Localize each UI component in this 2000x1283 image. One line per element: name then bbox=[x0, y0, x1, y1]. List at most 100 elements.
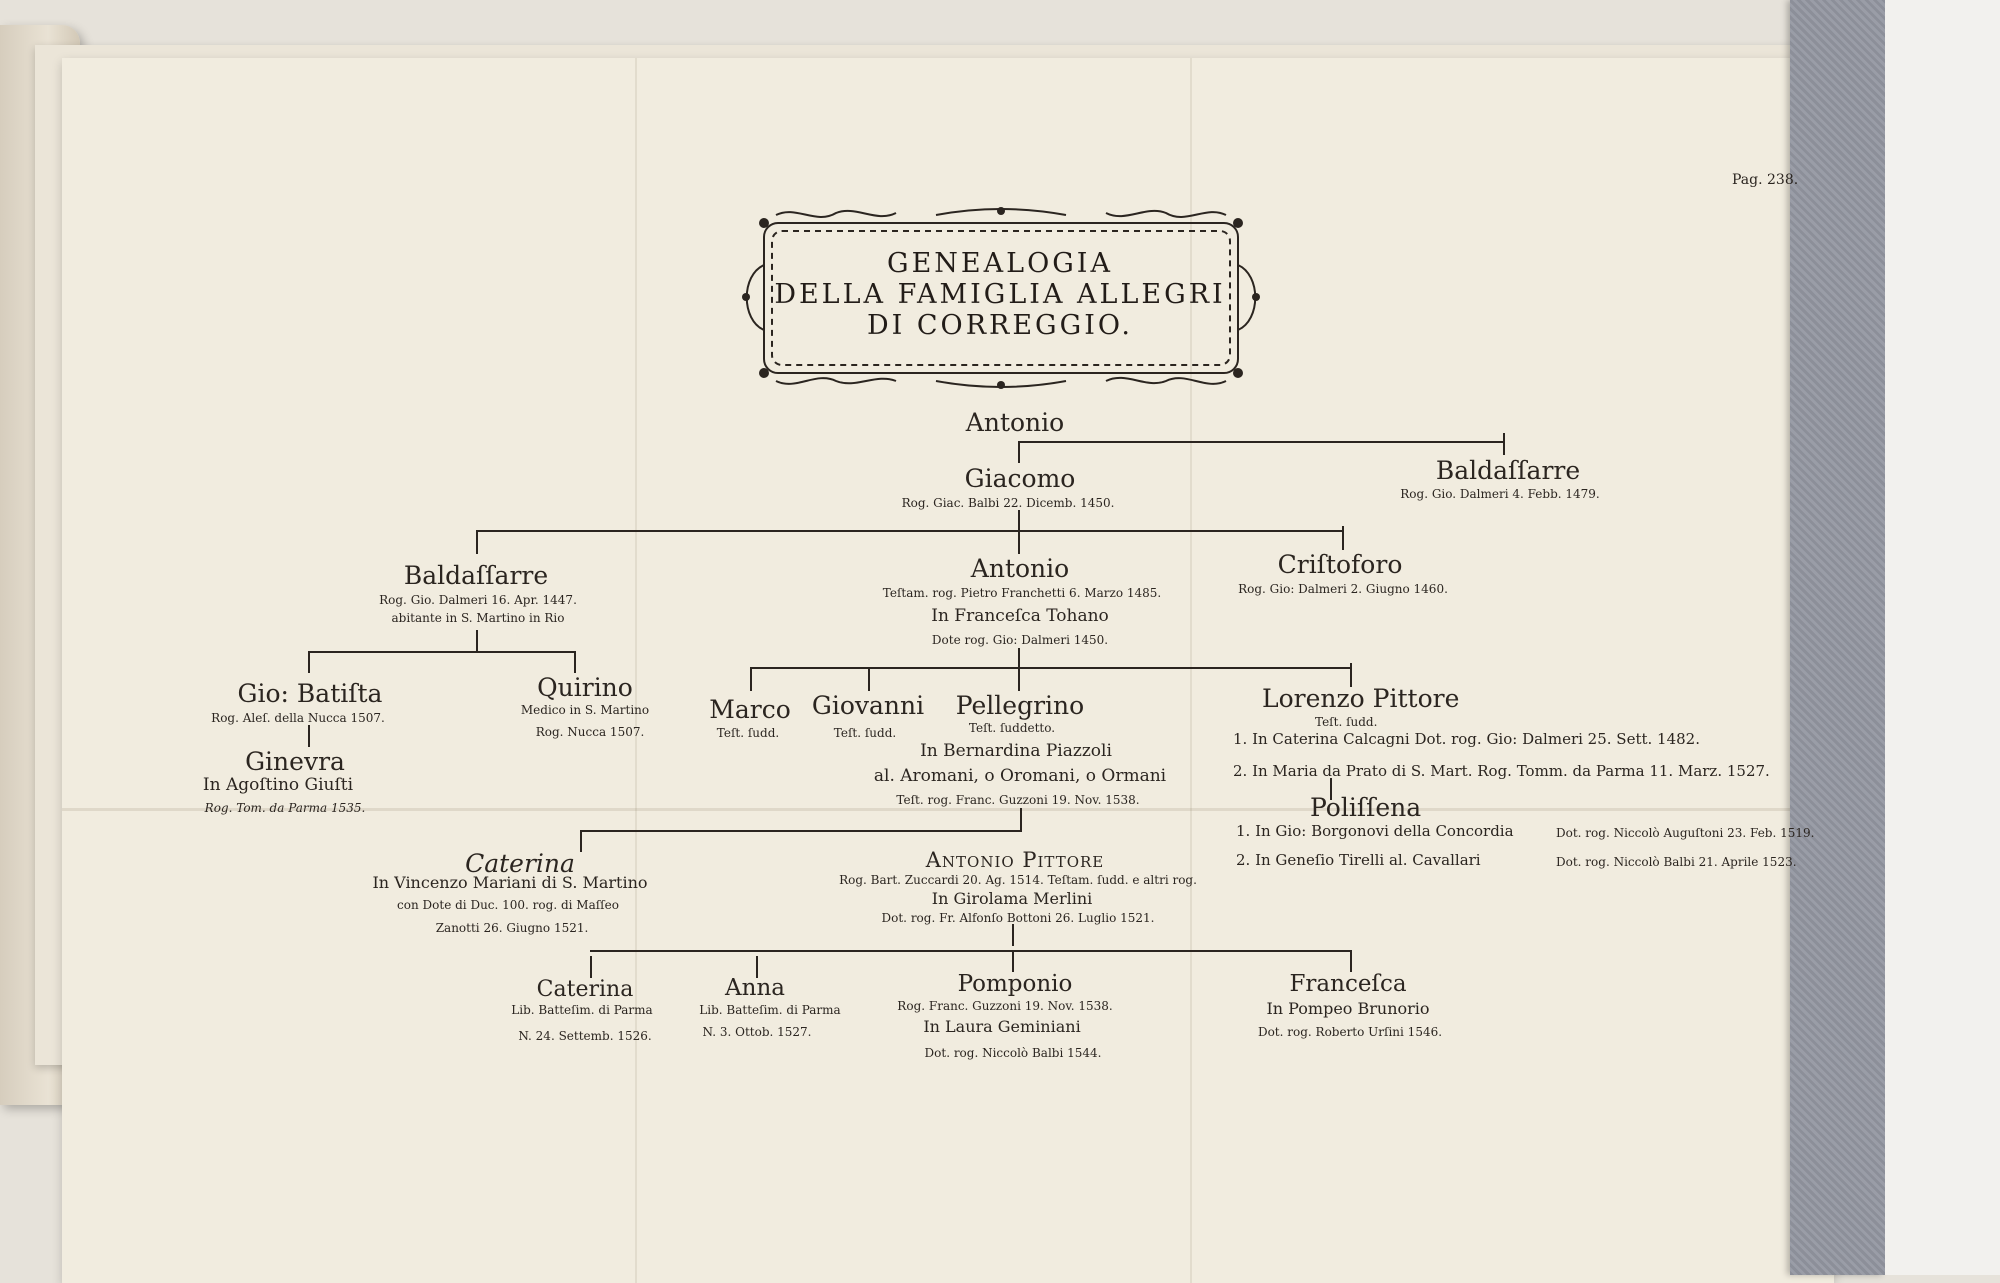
connector-line bbox=[308, 651, 576, 653]
connector-line bbox=[868, 667, 870, 691]
node-quirino-note: Medico in S. Martino bbox=[520, 703, 650, 717]
node-pomponio-note: Dot. rog. Niccolò Balbi 1544. bbox=[924, 1046, 1102, 1060]
node-giacomo: Giacomo bbox=[964, 464, 1076, 493]
node-cristoforo: Criſtoforo bbox=[1277, 550, 1403, 579]
node-caterina-2-note: Lib. Batteſim. di Parma bbox=[511, 1003, 653, 1017]
node-antonio-pittore-note: Dot. rog. Fr. Alfonſo Bottoni 26. Luglio… bbox=[881, 911, 1155, 925]
node-pellegrino: Pellegrino bbox=[955, 691, 1085, 720]
node-caterina-1-note: con Dote di Duc. 100. rog. di Maſſeo bbox=[397, 898, 619, 912]
foldout-sheet bbox=[62, 58, 1834, 1283]
node-caterina-2: Caterina bbox=[536, 977, 634, 1002]
connector-line bbox=[1342, 526, 1344, 550]
connector-line bbox=[476, 530, 478, 554]
node-anna: Anna bbox=[725, 975, 785, 1001]
node-ginevra-spouse: In Agoſtino Giuſti bbox=[202, 775, 354, 795]
title-line-3: DI CORREGGIO. bbox=[867, 310, 1133, 341]
node-baldassarre-2-note: Rog. Gio. Dalmeri 16. Apr. 1447. bbox=[379, 593, 577, 607]
connector-line bbox=[1012, 924, 1014, 946]
node-gio-batista: Gio: Batiſta bbox=[237, 679, 383, 708]
title-line-1: GENEALOGIA bbox=[887, 248, 1113, 279]
node-anna-note: N. 3. Ottob. 1527. bbox=[702, 1025, 812, 1039]
node-giovanni: Giovanni bbox=[811, 691, 925, 720]
connector-line bbox=[1350, 950, 1352, 972]
node-ginevra-note: Rog. Tom. da Parma 1535. bbox=[204, 801, 366, 815]
fold-crease bbox=[635, 58, 637, 1283]
node-polissena-marriage-1: 1. In Gio: Borgonovi della Concordia bbox=[1236, 822, 1514, 840]
node-giovanni-note: Teſt. ſudd. bbox=[833, 726, 897, 740]
connector-line bbox=[476, 630, 478, 652]
node-francesca-spouse: In Pompeo Brunorio bbox=[1266, 999, 1430, 1018]
connector-line bbox=[1503, 433, 1505, 455]
node-antonio-2: Antonio bbox=[970, 554, 1070, 583]
page-number: Pag. 238. bbox=[1732, 172, 1799, 188]
node-pomponio-note: Rog. Franc. Guzzoni 19. Nov. 1538. bbox=[897, 999, 1113, 1013]
node-polissena-marriage-1-dowry: Dot. rog. Niccolò Auguſtoni 23. Feb. 151… bbox=[1556, 826, 1815, 840]
node-caterina-2-note: N. 24. Settemb. 1526. bbox=[518, 1029, 652, 1043]
node-baldassarre-1-note: Rog. Gio. Dalmeri 4. Febb. 1479. bbox=[1400, 487, 1600, 501]
fold-crease bbox=[1190, 58, 1192, 1283]
connector-line bbox=[574, 651, 576, 673]
node-polissena-marriage-2: 2. In Geneſio Tirelli al. Cavallari bbox=[1236, 851, 1481, 869]
node-antonio-root: Antonio bbox=[965, 408, 1065, 437]
node-francesca: Franceſca bbox=[1289, 971, 1407, 997]
cartouche-frame-icon bbox=[742, 207, 1260, 389]
connector-line bbox=[1018, 648, 1020, 668]
connector-line bbox=[1020, 808, 1022, 830]
connector-line bbox=[580, 830, 1022, 832]
node-quirino: Quirino bbox=[537, 673, 633, 702]
connector-line bbox=[1350, 663, 1352, 687]
connector-line bbox=[1018, 530, 1020, 554]
connector-line bbox=[1018, 510, 1020, 532]
node-pellegrino-note: Teſt. rog. Franc. Guzzoni 19. Nov. 1538. bbox=[896, 793, 1140, 807]
node-antonio-pittore-note: Rog. Bart. Zuccardi 20. Ag. 1514. Teſtam… bbox=[839, 873, 1197, 887]
node-polissena-marriage-2-dowry: Dot. rog. Niccolò Balbi 21. Aprile 1523. bbox=[1556, 855, 1797, 869]
node-pomponio: Pomponio bbox=[957, 971, 1073, 997]
fold-crease bbox=[62, 808, 1834, 811]
node-antonio-2-note: Teſtam. rog. Pietro Franchetti 6. Marzo … bbox=[882, 586, 1162, 600]
connector-line bbox=[476, 530, 1344, 532]
ornamental-cartouche bbox=[736, 205, 1266, 390]
node-giacomo-note: Rog. Giac. Balbi 22. Dicemb. 1450. bbox=[901, 496, 1115, 510]
node-polissena: Poliſſena bbox=[1310, 793, 1422, 822]
node-antonio-2-spouse: In Franceſca Tohano bbox=[931, 606, 1109, 626]
connector-line bbox=[580, 830, 582, 852]
node-caterina-1-note: Zanotti 26. Giugno 1521. bbox=[435, 921, 589, 935]
node-antonio-pittore: Antonio Pittore bbox=[925, 848, 1105, 872]
node-baldassarre-2-note: abitante in S. Martino in Rio bbox=[391, 611, 565, 625]
node-lorenzo: Lorenzo Pittore bbox=[1262, 684, 1460, 713]
node-quirino-note: Rog. Nucca 1507. bbox=[535, 725, 645, 739]
node-cristoforo-note: Rog. Gio: Dalmeri 2. Giugno 1460. bbox=[1238, 582, 1448, 596]
node-lorenzo-marriage-2: 2. In Maria da Prato di S. Mart. Rog. To… bbox=[1233, 762, 1770, 780]
node-baldassarre-2: Baldaſſarre bbox=[403, 561, 549, 590]
node-pellegrino-spouse-alias: al. Aromani, o Oromani, o Ormani bbox=[873, 766, 1167, 786]
table-surface bbox=[1885, 0, 2000, 1275]
node-gio-batista-note: Rog. Aleſ. della Nucca 1507. bbox=[211, 711, 385, 725]
title-line-2: DELLA FAMIGLIA ALLEGRI bbox=[774, 279, 1226, 310]
connector-line bbox=[308, 651, 310, 673]
cloth-backdrop bbox=[1790, 0, 1885, 1275]
node-marco-note: Teſt. ſudd. bbox=[716, 726, 780, 740]
connector-line bbox=[750, 667, 1352, 669]
node-caterina-1-spouse: In Vincenzo Mariani di S. Martino bbox=[372, 873, 648, 892]
connector-line bbox=[590, 956, 592, 978]
node-pomponio-spouse: In Laura Geminiani bbox=[923, 1017, 1081, 1036]
node-marco: Marco bbox=[709, 695, 791, 724]
node-ginevra: Ginevra bbox=[245, 747, 345, 776]
node-caterina-1: Caterina bbox=[465, 849, 575, 878]
connector-line bbox=[750, 667, 752, 691]
node-lorenzo-marriage-1: 1. In Caterina Calcagni Dot. rog. Gio: D… bbox=[1233, 730, 1700, 748]
node-antonio-2-note: Dote rog. Gio: Dalmeri 1450. bbox=[931, 633, 1109, 647]
page-title: GENEALOGIA DELLA FAMIGLIA ALLEGRI DI COR… bbox=[760, 248, 1240, 341]
node-anna-note: Lib. Batteſim. di Parma bbox=[699, 1003, 841, 1017]
connector-line bbox=[1018, 441, 1020, 463]
node-lorenzo-note: Teſt. ſudd. bbox=[1315, 715, 1378, 729]
node-francesca-note: Dot. rog. Roberto Urſini 1546. bbox=[1257, 1025, 1443, 1039]
node-pellegrino-note: Teſt. ſuddetto. bbox=[968, 721, 1056, 735]
connector-line bbox=[1012, 950, 1014, 972]
connector-line bbox=[590, 950, 1350, 952]
connector-line bbox=[1330, 778, 1332, 800]
node-baldassarre-1: Baldaſſarre bbox=[1435, 456, 1581, 485]
node-pellegrino-spouse: In Bernardina Piazzoli bbox=[920, 741, 1112, 761]
connector-line bbox=[308, 725, 310, 747]
connector-line bbox=[756, 956, 758, 978]
